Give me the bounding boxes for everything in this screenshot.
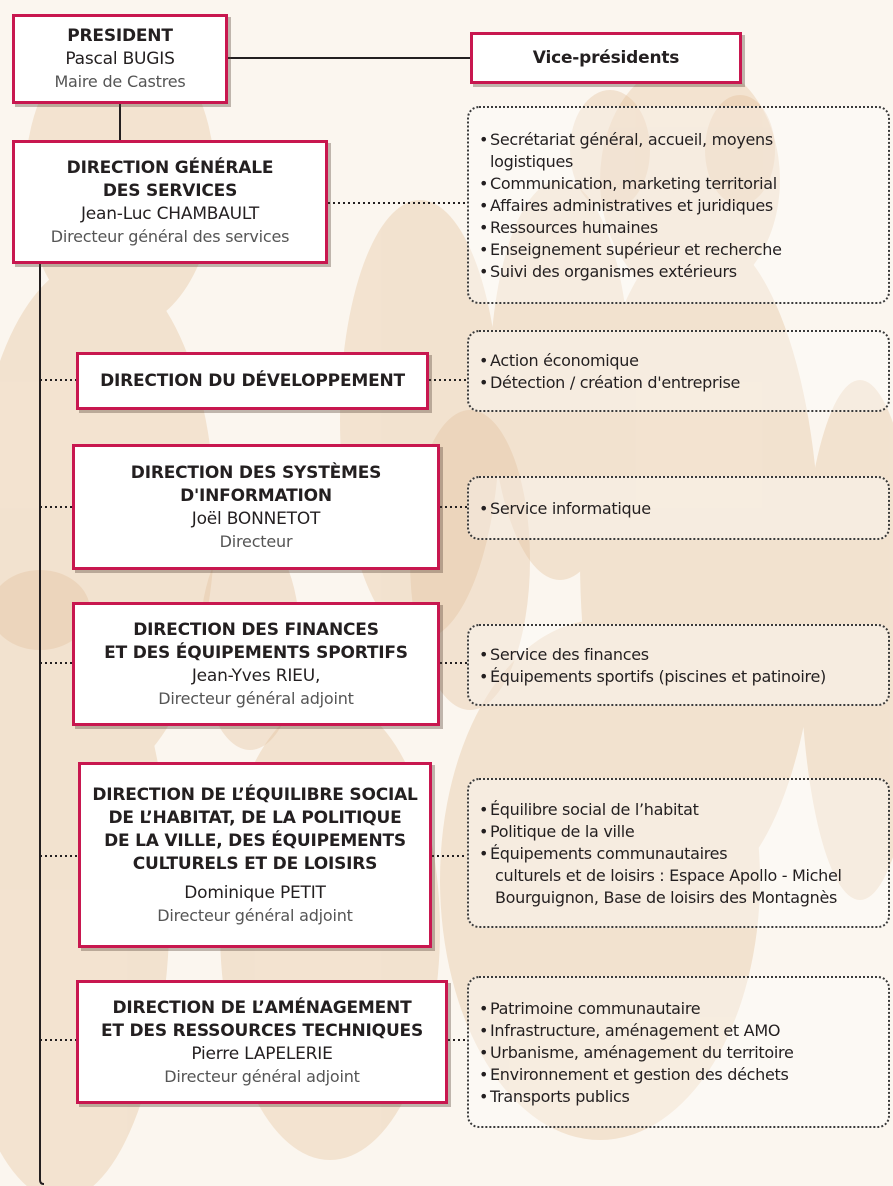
dev-services-list: Action économique Détection / création d… bbox=[467, 330, 890, 412]
list-item-continuation: culturels et de loisirs : Espace Apollo … bbox=[495, 866, 842, 885]
dsi-box: DIRECTION DES SYSTÈMES D'INFORMATION Joë… bbox=[72, 444, 440, 570]
fin-title-line-1: DIRECTION DES FINANCES bbox=[133, 619, 379, 640]
president-role: Maire de Castres bbox=[54, 72, 186, 91]
dgs-services-list: Secrétariat général, accueil, moyens log… bbox=[467, 106, 890, 304]
ame-name: Pierre LAPELERIE bbox=[191, 1043, 333, 1064]
dev-box: DIRECTION DU DÉVELOPPEMENT bbox=[76, 352, 429, 410]
soc-services-list: Équilibre social de l’habitat Politique … bbox=[467, 778, 890, 928]
soc-box: DIRECTION DE L’ÉQUILIBRE SOCIAL DE L’HAB… bbox=[78, 762, 432, 948]
list-item: Urbanisme, aménagement du territoire bbox=[479, 1042, 880, 1064]
list-item: Enseignement supérieur et recherche bbox=[479, 239, 880, 261]
ame-title-line-2: ET DES RESSOURCES TECHNIQUES bbox=[100, 1020, 423, 1041]
dsi-role: Directeur bbox=[219, 531, 293, 551]
list-item-continuation: Bourguignon, Base de loisirs des Montagn… bbox=[495, 888, 838, 907]
list-item: Service informatique bbox=[479, 498, 880, 520]
list-item-continuation: logistiques bbox=[490, 152, 574, 171]
soc-role: Directeur général adjoint bbox=[157, 905, 353, 925]
vice-presidents-label: Vice-présidents bbox=[532, 47, 680, 68]
list-item: Patrimoine communautaire bbox=[479, 998, 880, 1020]
dsi-title-line-2: D'INFORMATION bbox=[180, 485, 332, 506]
list-item: Environnement et gestion des déchets bbox=[479, 1064, 880, 1086]
dgs-name: Jean-Luc CHAMBAULT bbox=[80, 203, 260, 224]
list-item: Infrastructure, aménagement et AMO bbox=[479, 1020, 880, 1042]
dsi-services-list: Service informatique bbox=[467, 476, 890, 540]
fin-role: Directeur général adjoint bbox=[158, 688, 354, 708]
ame-services-list: Patrimoine communautaire Infrastructure,… bbox=[467, 976, 890, 1128]
soc-name: Dominique PETIT bbox=[184, 882, 326, 903]
president-name: Pascal BUGIS bbox=[65, 49, 175, 69]
president-title: PRESIDENT bbox=[67, 26, 173, 46]
soc-title-line-3: DE LA VILLE, DES ÉQUIPEMENTS bbox=[104, 830, 406, 851]
dsi-title-line-1: DIRECTION DES SYSTÈMES bbox=[130, 462, 382, 483]
ame-title-line-1: DIRECTION DE L’AMÉNAGEMENT bbox=[112, 997, 412, 1018]
dgs-box: DIRECTION GÉNÉRALE DES SERVICES Jean-Luc… bbox=[12, 140, 328, 264]
list-item: Affaires administratives et juridiques bbox=[479, 195, 880, 217]
list-item: Politique de la ville bbox=[479, 821, 880, 843]
dgs-title-line-1: DIRECTION GÉNÉRALE bbox=[66, 157, 274, 178]
vice-presidents-box: Vice-présidents bbox=[470, 32, 742, 84]
soc-title-line-2: DE L’HABITAT, DE LA POLITIQUE bbox=[108, 807, 402, 828]
dgs-role: Directeur général des services bbox=[50, 226, 290, 246]
soc-title-line-4: CULTURELS ET DE LOISIRS bbox=[132, 853, 378, 874]
soc-title-line-1: DIRECTION DE L’ÉQUILIBRE SOCIAL bbox=[92, 784, 418, 805]
ame-role: Directeur général adjoint bbox=[164, 1066, 360, 1086]
list-item: Équipements communautaires bbox=[479, 843, 880, 865]
dsi-name: Joël BONNETOT bbox=[191, 508, 321, 529]
ame-box: DIRECTION DE L’AMÉNAGEMENT ET DES RESSOU… bbox=[76, 980, 448, 1104]
fin-title-line-2: ET DES ÉQUIPEMENTS SPORTIFS bbox=[104, 642, 408, 663]
list-item: Ressources humaines bbox=[479, 217, 880, 239]
list-item: Transports publics bbox=[479, 1086, 880, 1108]
fin-name: Jean-Yves RIEU, bbox=[191, 665, 321, 686]
list-item: Service des finances bbox=[479, 644, 880, 666]
dgs-title-line-2: DES SERVICES bbox=[102, 180, 238, 201]
list-item: Secrétariat général, accueil, moyens bbox=[479, 129, 880, 151]
list-item: Suivi des organismes extérieurs bbox=[479, 261, 880, 283]
fin-services-list: Service des finances Équipements sportif… bbox=[467, 624, 890, 706]
list-item: Détection / création d'entreprise bbox=[479, 372, 880, 394]
list-item: Action économique bbox=[479, 350, 880, 372]
fin-box: DIRECTION DES FINANCES ET DES ÉQUIPEMENT… bbox=[72, 602, 440, 726]
president-box: PRESIDENT Pascal BUGIS Maire de Castres bbox=[12, 14, 228, 104]
list-item: Équipements sportifs (piscines et patino… bbox=[479, 666, 880, 688]
list-item: Équilibre social de l’habitat bbox=[479, 799, 880, 821]
dev-title: DIRECTION DU DÉVELOPPEMENT bbox=[100, 370, 405, 391]
list-item: Communication, marketing territorial bbox=[479, 173, 880, 195]
